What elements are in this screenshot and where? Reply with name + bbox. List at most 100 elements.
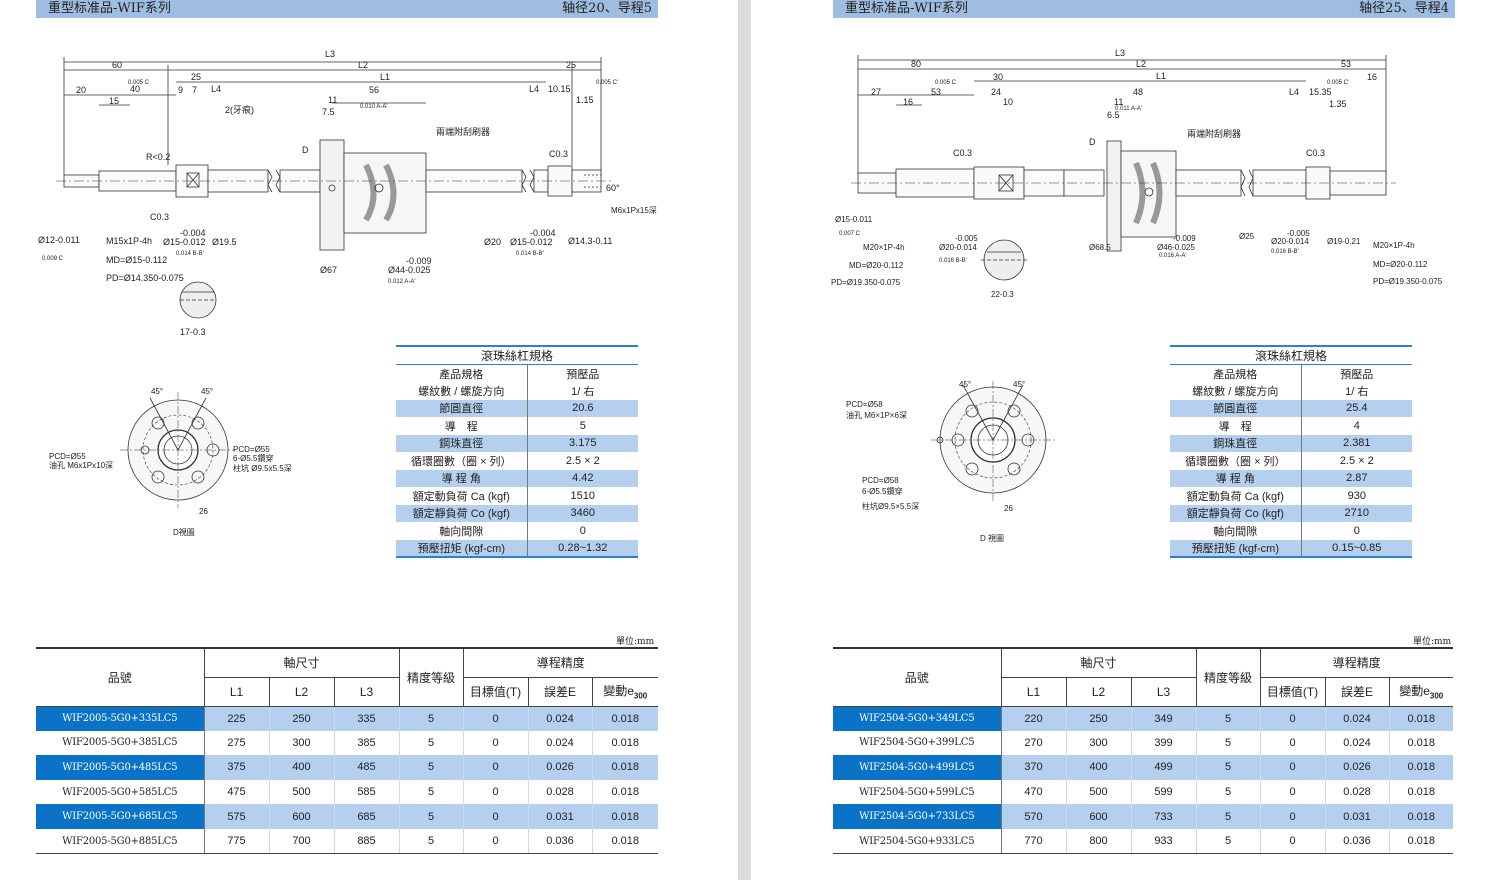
table-cell: 600	[269, 804, 335, 829]
table-cell: 5	[1196, 804, 1261, 829]
table-cell: 5	[399, 730, 464, 756]
table-cell: 599	[1131, 779, 1197, 805]
table-cell: WIF2504-5G0+499LC5	[833, 755, 1002, 780]
flange-view-drawing: 45° 45° PCD=Ø58 油孔 M6×1P×6深 PCD=Ø58 6-Ø5…	[846, 380, 1056, 543]
table-cell: 385	[334, 730, 400, 756]
angle-45: 45°	[151, 387, 163, 396]
table-cell: 220	[1001, 706, 1067, 731]
callout: Ø44-0.025	[388, 265, 431, 275]
view-d-label: D 視圖	[980, 534, 1004, 543]
wiper-note: 兩端附刮刷器	[436, 126, 490, 137]
table-cell: 575	[204, 804, 270, 829]
callout: M15x1P-4h	[106, 236, 152, 246]
table-cell: 0.018	[592, 804, 658, 829]
angle-45: 45°	[1013, 380, 1025, 389]
spec-row: 產品規格預壓品	[396, 364, 638, 382]
pcd-label: PCD=Ø55	[233, 445, 270, 454]
callout: 22-0.3	[991, 290, 1014, 299]
table-cell: 2.5 × 2	[526, 452, 638, 470]
table-cell: 500	[269, 779, 335, 805]
table-cell: 0	[1260, 828, 1326, 855]
table-cell: 螺紋數 / 螺旋方向	[1192, 385, 1279, 398]
col-shaft: 軸尺寸	[204, 647, 400, 678]
tolerance-frame: 0.010 A-A'	[360, 104, 388, 110]
series-title: 重型标准品-WIF系列	[48, 1, 171, 16]
table-cell: 0.024	[528, 706, 593, 731]
table-cell: WIF2504-5G0+733LC5	[833, 804, 1002, 829]
table-cell: 產品規格	[1213, 368, 1258, 381]
callout: PD=Ø14.350-0.075	[106, 273, 184, 283]
table-cell: 導 程 角	[1170, 469, 1302, 487]
callout: MD=Ø20-0.112	[1373, 260, 1428, 269]
callout: Ø19.5	[212, 237, 237, 247]
table-cell: 0	[463, 730, 529, 756]
dim-30: 30	[993, 72, 1003, 82]
table-cell: 5	[399, 755, 464, 780]
table-cell: WIF2005-5G0+685LC5	[36, 804, 205, 829]
chamfer-note-right: C0.3	[549, 149, 568, 159]
callout: PD=Ø19.350-0.075	[831, 278, 901, 287]
dim-20: 20	[76, 85, 86, 95]
table-cell: 循環圈數（圈 × 列）	[411, 455, 512, 468]
table-cell: 0.018	[592, 828, 658, 855]
dim-L4-right: L4	[529, 84, 539, 94]
spec-caption: 滾珠絲杠規格	[1170, 345, 1412, 365]
view-d-label: D視圖	[173, 528, 195, 537]
table-cell: 額定動負荷 Ca (kgf)	[412, 490, 510, 503]
table-cell: 5	[399, 706, 464, 731]
table-cell: 685	[334, 804, 400, 829]
dim-25: 25	[191, 72, 201, 82]
table-cell: 0	[1260, 755, 1326, 780]
oil-hole-label: 油孔 M6×1P×6深	[846, 410, 907, 420]
table-cell: 0.028	[528, 779, 593, 805]
table-cell: 0.28~1.32	[526, 539, 638, 558]
tolerance-frame: 0.012 A-A'	[388, 279, 416, 285]
table-cell: 300	[269, 730, 335, 756]
table-cell: 1/ 右	[1300, 382, 1412, 400]
table-cell: 499	[1131, 755, 1197, 780]
table-cell: 275	[204, 730, 270, 756]
angle-45: 45°	[959, 380, 971, 389]
dim-L3: L3	[1115, 48, 1125, 58]
callout: Ø67	[320, 265, 337, 275]
tolerance-frame: 0.007 C	[839, 231, 861, 237]
table-cell: 930	[1300, 487, 1412, 505]
table-cell: 933	[1131, 828, 1197, 855]
dim-26: 26	[199, 507, 208, 516]
callout: Ø15-0.012	[163, 237, 206, 247]
table-cell: WIF2005-5G0+385LC5	[36, 730, 205, 756]
spec-row: 循環圈數（圈 × 列） 2.5 × 2	[396, 452, 638, 470]
table-cell: 0.031	[1325, 804, 1390, 829]
callout: -0.009	[406, 256, 432, 266]
col-error: 誤差E	[528, 677, 593, 707]
table-cell: 2.5 × 2	[1300, 452, 1412, 470]
table-cell: 0.018	[592, 706, 658, 731]
spec-row: 額定動負荷 Ca (kgf)930	[1170, 487, 1412, 505]
table-cell: 349	[1131, 706, 1197, 731]
table-cell: 3460	[526, 504, 638, 522]
table-cell: 0.031	[528, 804, 593, 829]
table-cell: 0.036	[528, 828, 593, 855]
table-cell: 500	[1066, 779, 1132, 805]
table-cell: 5	[1196, 730, 1261, 756]
spec-row: 螺紋數 / 螺旋方向 1/ 右	[1170, 382, 1412, 400]
tolerance-frame: 0.011 A-A'	[1115, 106, 1142, 112]
dim-L4: L4	[211, 84, 221, 94]
spec-row: 額定靜負荷 Co (kgf)2710	[1170, 504, 1412, 522]
dim-16: 16	[903, 97, 913, 107]
table-cell: 5	[1196, 706, 1261, 731]
table-cell: 20.6	[526, 399, 638, 417]
page-header: 重型标准品-WIF系列 轴径25、导程4	[833, 0, 1455, 18]
col-L2: L2	[1066, 677, 1132, 707]
callout: -0.009	[1173, 234, 1196, 243]
table-cell: 300	[1066, 730, 1132, 756]
model-dimension-table: 品號 軸尺寸 精度等級 導程精度 L1 L2 L3 目標值(T) 誤差E 變動e…	[833, 647, 1453, 855]
